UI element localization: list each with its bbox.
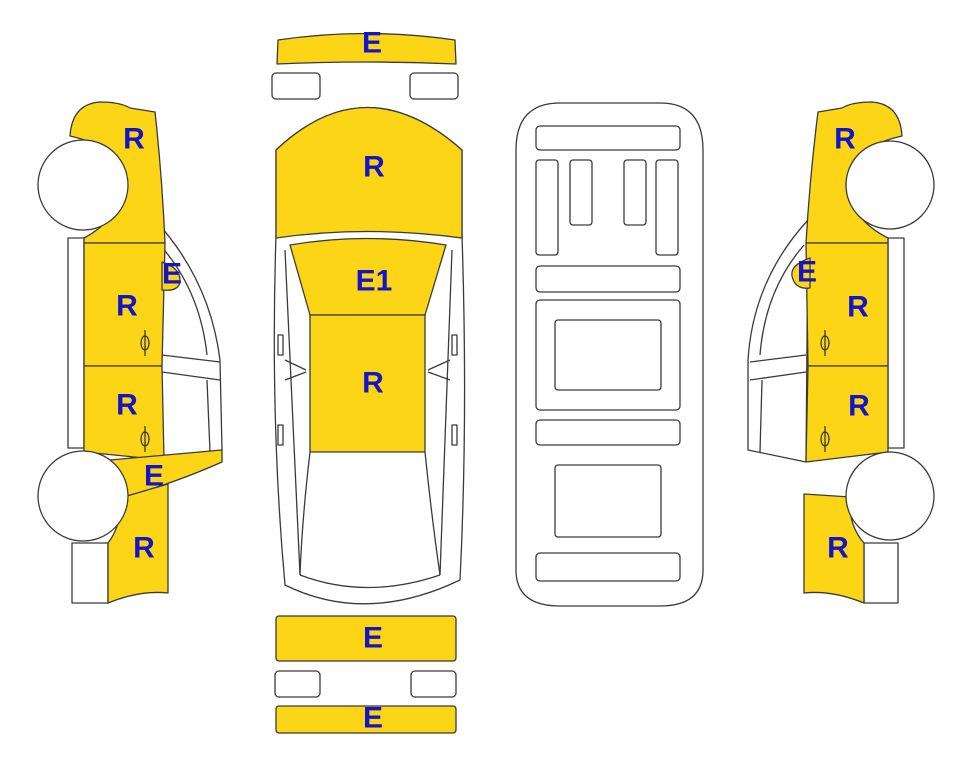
left-front-wheel [37,139,129,231]
left-headlight [271,72,321,100]
right-front-wheel [845,140,935,230]
left-rear-wheel [37,450,129,542]
left-mirror-label: E [162,258,182,291]
trunk-label: R [362,367,384,400]
right-taillight [410,670,457,698]
underside-view [515,102,704,607]
right-mirror-label: E [797,256,817,289]
right-rear-wheel [845,451,935,541]
top-view: E R E1 R E E [271,27,466,735]
rear-bumper-upper-label: E [363,622,383,655]
front-bumper-label: E [362,27,382,60]
left-front-fender-label: R [123,123,145,156]
rear-bumper-lower-label: E [363,702,383,735]
right-front-fender-label: R [834,123,856,156]
left-rear-quarter-label: R [133,532,155,565]
rear-bumper-upper-panel[interactable] [275,615,457,662]
hood-label: R [363,151,385,184]
left-front-door-label: R [116,290,138,323]
right-front-door-label: R [847,291,869,324]
roof-label: E1 [356,265,393,298]
right-rear-door-label: R [848,390,870,423]
right-rear-quarter-label: R [827,532,849,565]
left-rocker-label: E [144,460,164,493]
left-side-view: R E R R E R [37,101,223,604]
right-side-view: R E R R R [747,101,935,604]
roof-panel[interactable] [289,237,447,316]
right-headlight [409,72,459,100]
rear-bumper-lower-panel[interactable] [275,705,457,734]
left-taillight [274,670,321,698]
hood-panel[interactable] [275,106,463,239]
left-mirror-panel[interactable] [161,261,181,291]
right-mirror-panel[interactable] [791,257,811,289]
right-rear-door-panel[interactable] [805,365,889,463]
left-rear-door-label: R [116,389,138,422]
front-bumper-panel[interactable] [276,32,457,65]
